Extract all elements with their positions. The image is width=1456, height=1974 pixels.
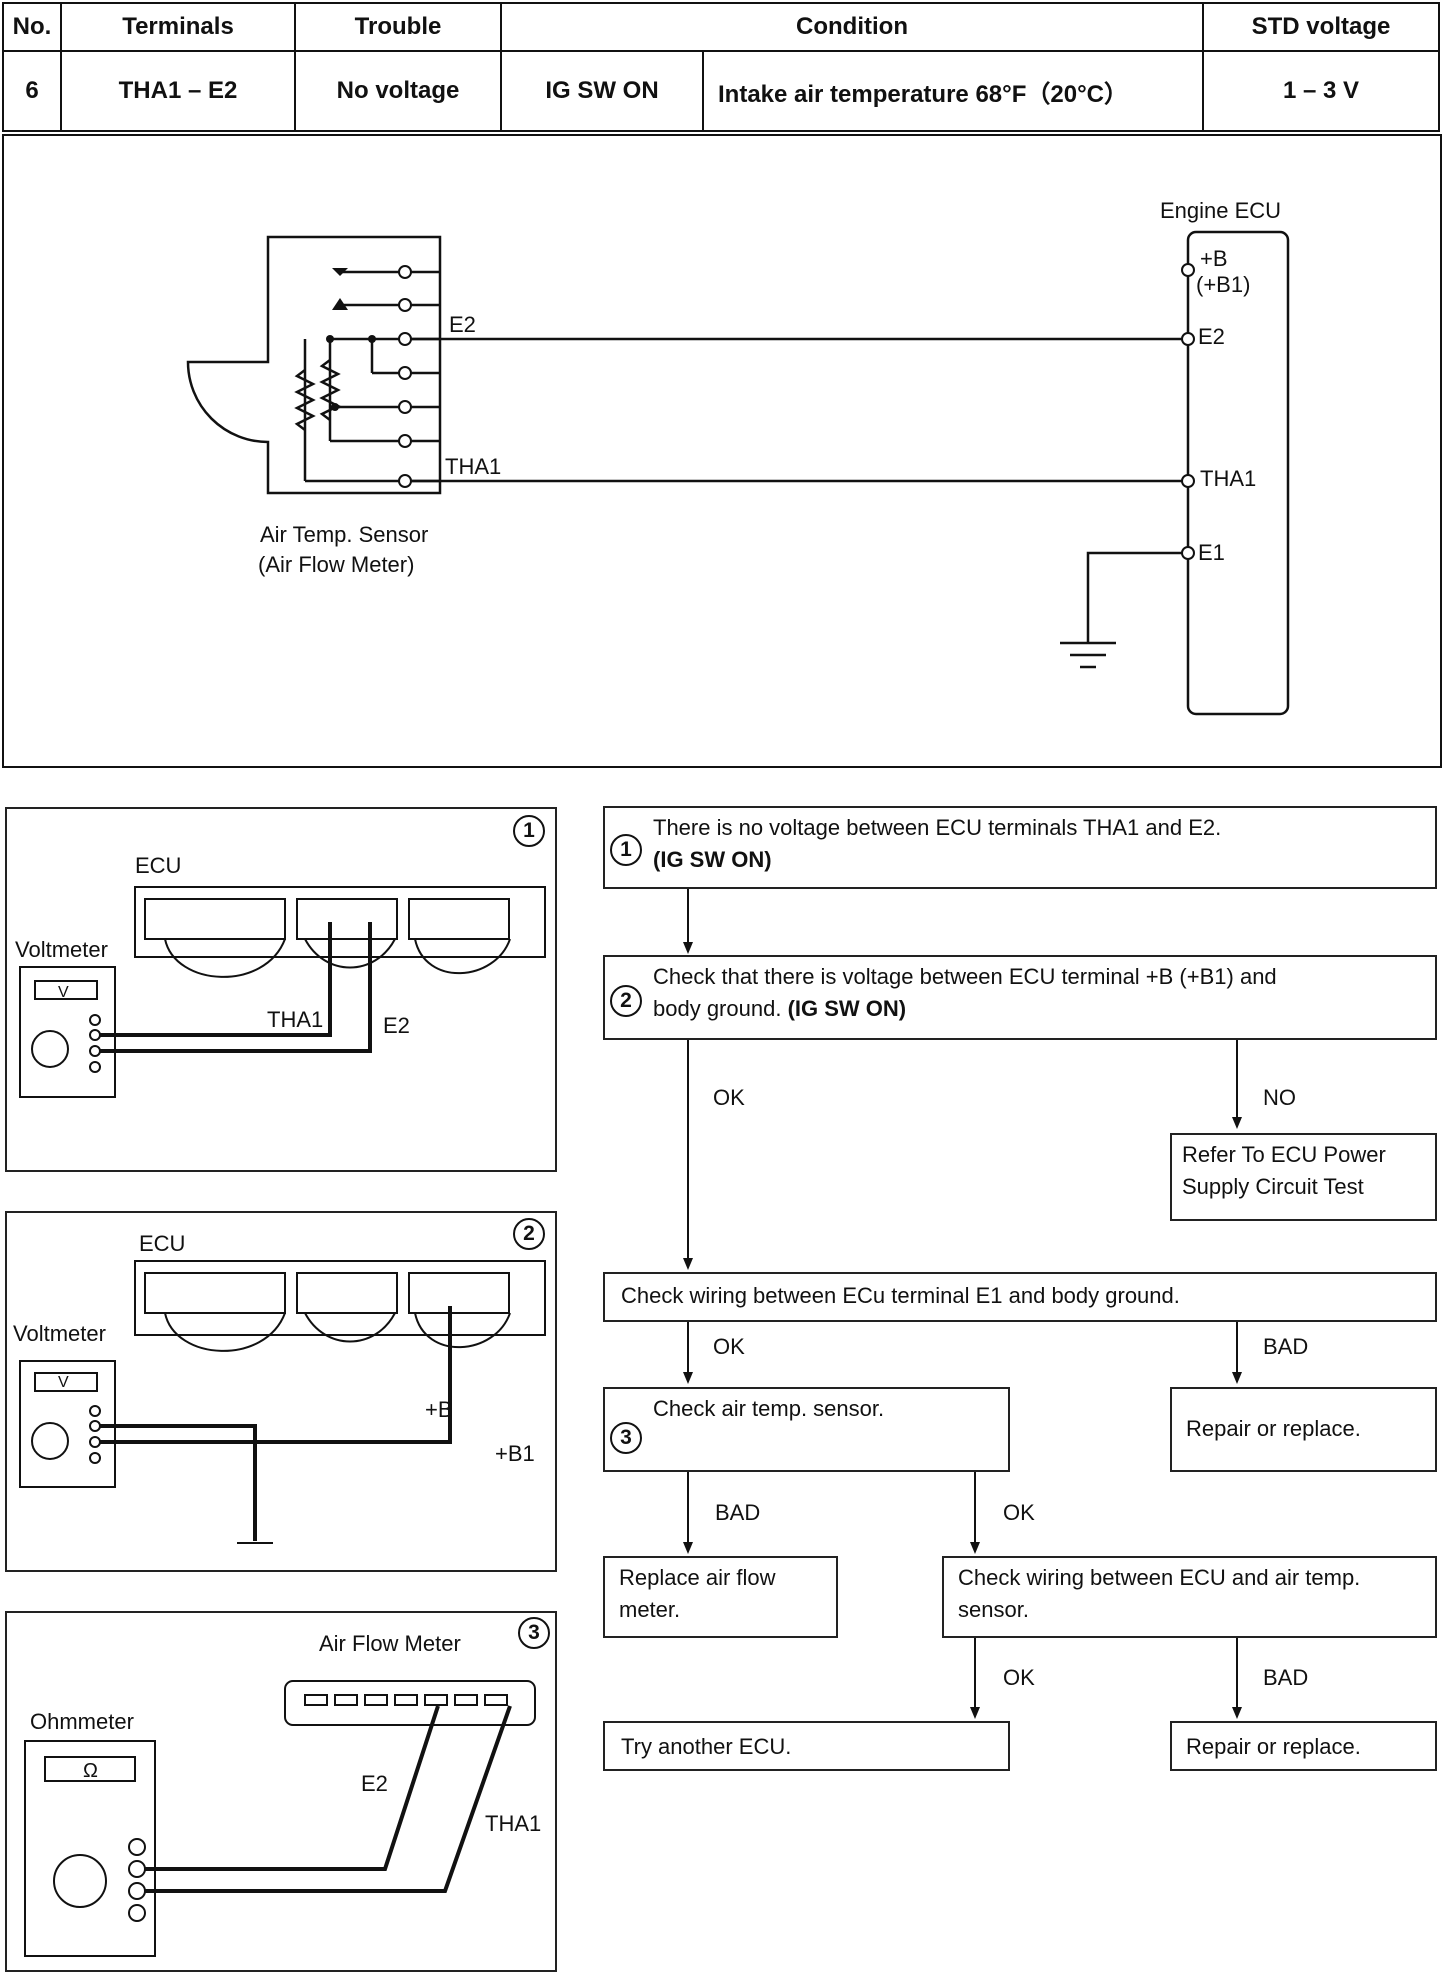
circuit-drawing: Engine ECU +B (+B1) E2 THA1 E1 E2 THA1 A… bbox=[186, 198, 1290, 716]
ohmmeter-icon bbox=[24, 1740, 156, 1957]
resistor-1-icon bbox=[294, 369, 316, 431]
ecu-terminal-e2-label: E2 bbox=[1198, 324, 1225, 349]
flow-try-ecu-box: Try another ECU. bbox=[603, 1721, 1010, 1771]
flow-label-ok-3: OK bbox=[1003, 1500, 1035, 1525]
flow-label-ok-4: OK bbox=[1003, 1665, 1035, 1690]
header-no: No. bbox=[2, 2, 62, 52]
header-terminals: Terminals bbox=[60, 2, 296, 52]
panel-1-ecu-label: ECU bbox=[135, 853, 181, 878]
cell-std-voltage: 1 – 3 V bbox=[1202, 50, 1440, 132]
flow-label-no-1: NO bbox=[1263, 1085, 1296, 1110]
flow-power-supply-text: Refer To ECU Power Supply Circuit Test bbox=[1182, 1142, 1386, 1199]
flow-replace-afm-box: Replace air flow meter. bbox=[603, 1556, 838, 1638]
sensor-label-line2: (Air Flow Meter) bbox=[258, 552, 414, 577]
header-trouble: Trouble bbox=[294, 2, 502, 52]
panel-3-ohmmeter-check bbox=[5, 1611, 557, 1972]
flow-wiring-sensor-text: Check wiring between ECU and air temp. s… bbox=[958, 1565, 1361, 1622]
resistor-2-icon bbox=[319, 359, 341, 421]
flow-step-1-number: 1 bbox=[610, 834, 642, 866]
flow-wiring-e1-box: Check wiring between ECu terminal E1 and… bbox=[603, 1272, 1437, 1322]
flow-label-ok-1: OK bbox=[713, 1085, 745, 1110]
flow-step-2-condition: (IG SW ON) bbox=[787, 996, 907, 1021]
flow-wiring-e1-text: Check wiring between ECu terminal E1 and… bbox=[621, 1283, 1180, 1308]
flow-label-bad-4: BAD bbox=[1263, 1665, 1309, 1690]
panel-2-ecu-label: ECU bbox=[139, 1231, 185, 1256]
air-flow-meter-connector bbox=[284, 1680, 536, 1726]
flow-wiring-sensor-box: Check wiring between ECU and air temp. s… bbox=[942, 1556, 1437, 1638]
flow-label-bad-3: BAD bbox=[715, 1500, 761, 1525]
panel-3-meter-unit: Ω bbox=[83, 1760, 98, 1782]
circuit-schematic bbox=[2, 134, 1442, 768]
flow-repair-text-2: Repair or replace. bbox=[1186, 1734, 1361, 1759]
flow-step-1-text: There is no voltage between ECU terminal… bbox=[653, 815, 1222, 840]
flow-step-1: There is no voltage between ECU terminal… bbox=[603, 806, 1437, 889]
flow-step-3: Check air temp. sensor. bbox=[603, 1387, 1010, 1472]
flow-label-ok-2: OK bbox=[713, 1334, 745, 1359]
header-std-voltage: STD voltage bbox=[1202, 2, 1440, 52]
panel-3-number-badge: 3 bbox=[518, 1617, 550, 1649]
wire-tha1-label: THA1 bbox=[445, 454, 501, 479]
flow-label-bad-2: BAD bbox=[1263, 1334, 1309, 1359]
cell-no: 6 bbox=[2, 50, 62, 132]
flow-repair-box-2: Repair or replace. bbox=[1170, 1721, 1437, 1771]
flow-step-2-number: 2 bbox=[610, 985, 642, 1017]
panel-2-probe-b1: +B1 bbox=[495, 1441, 535, 1466]
ecu-connectors-2 bbox=[134, 1260, 546, 1336]
header-condition: Condition bbox=[500, 2, 1204, 52]
cell-condition-switch: IG SW ON bbox=[500, 50, 704, 132]
panel-2-probe-b: +B bbox=[425, 1397, 453, 1422]
flow-power-supply-box: Refer To ECU Power Supply Circuit Test bbox=[1170, 1133, 1437, 1221]
panel-2-meter-label: Voltmeter bbox=[13, 1321, 106, 1346]
spec-table: No. Terminals Trouble Condition STD volt… bbox=[2, 2, 1440, 132]
voltmeter-icon bbox=[19, 966, 116, 1098]
wire-e2-label: E2 bbox=[449, 312, 476, 337]
panel-3-probe-e2: E2 bbox=[361, 1771, 388, 1796]
sensor-body-outline bbox=[186, 235, 442, 495]
panel-1-meter-unit: V bbox=[58, 984, 69, 1001]
panel-1-number-badge: 1 bbox=[513, 815, 545, 847]
flow-step-3-text: Check air temp. sensor. bbox=[653, 1396, 885, 1421]
ecu-terminal-b-label: +B bbox=[1200, 246, 1228, 271]
ecu-terminal-tha1-label: THA1 bbox=[1200, 466, 1256, 491]
panel-2-number-badge: 2 bbox=[513, 1218, 545, 1250]
flow-repair-text-1: Repair or replace. bbox=[1186, 1416, 1361, 1441]
ecu-terminal-b1-label: (+B1) bbox=[1196, 272, 1250, 297]
panel-2-drawing: ECU Voltmeter V +B +B1 bbox=[13, 1231, 546, 1544]
flow-step-2-text2: body ground. bbox=[653, 996, 782, 1021]
panel-1-probe-e2: E2 bbox=[383, 1013, 410, 1038]
ecu-box bbox=[1186, 230, 1290, 716]
flow-repair-box-1: Repair or replace. bbox=[1170, 1387, 1437, 1472]
spec-data-row: 6 THA1 – E2 No voltage IG SW ON Intake a… bbox=[2, 50, 1440, 132]
flow-replace-afm-text: Replace air flow meter. bbox=[619, 1565, 776, 1622]
sensor-label-line1: Air Temp. Sensor bbox=[260, 522, 428, 547]
e1-ground-wire bbox=[1086, 551, 1188, 643]
flow-try-ecu-text: Try another ECU. bbox=[621, 1734, 792, 1759]
panel-3-drawing: Air Flow Meter Ohmmeter Ω E2 THA1 bbox=[24, 1631, 541, 1957]
cell-terminals: THA1 – E2 bbox=[60, 50, 296, 132]
cell-trouble: No voltage bbox=[294, 50, 502, 132]
cell-condition-detail: Intake air temperature 68°F（20°C） bbox=[702, 50, 1204, 132]
ecu-title: Engine ECU bbox=[1160, 198, 1281, 223]
panel-3-meter-label: Ohmmeter bbox=[30, 1709, 134, 1734]
ecu-connectors bbox=[134, 886, 546, 958]
flow-step-2: Check that there is voltage between ECU … bbox=[603, 955, 1437, 1040]
panel-3-probe-tha1: THA1 bbox=[485, 1811, 541, 1836]
flow-step-1-condition: (IG SW ON) bbox=[653, 847, 772, 872]
flow-step-2-text: Check that there is voltage between ECU … bbox=[653, 964, 1277, 989]
panel-2-meter-unit: V bbox=[58, 1374, 69, 1391]
spec-header-row: No. Terminals Trouble Condition STD volt… bbox=[2, 2, 1440, 52]
panel-1-probe-tha1: THA1 bbox=[267, 1007, 323, 1032]
panel-1-drawing: ECU Voltmeter V THA1 E2 bbox=[15, 853, 546, 1098]
panel-1-meter-label: Voltmeter bbox=[15, 937, 108, 962]
flow-step-3-number: 3 bbox=[610, 1422, 642, 1454]
panel-3-connector-label: Air Flow Meter bbox=[319, 1631, 461, 1656]
ecu-terminal-e1-label: E1 bbox=[1198, 540, 1225, 565]
